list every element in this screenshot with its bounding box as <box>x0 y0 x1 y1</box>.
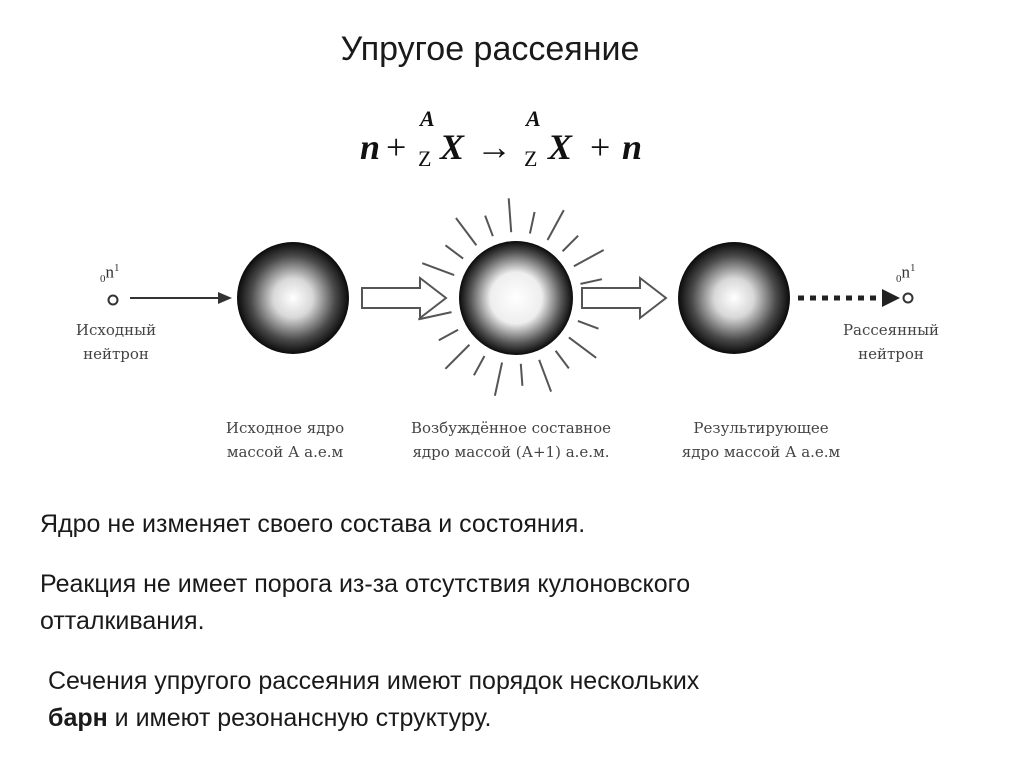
paragraph-cross-section-line-2: барн и имеют резонансную структуру. <box>48 700 699 737</box>
incoming-neutron-symbol: 0n1 <box>100 262 120 286</box>
excitation-ray <box>455 217 478 246</box>
incoming-neutron-arrow <box>130 292 232 304</box>
eq-nucleus-1: X <box>440 127 465 167</box>
resulting-nucleus <box>678 242 790 354</box>
paragraph-cross-section: Сечения упругого рассеяния имеют порядок… <box>48 663 699 737</box>
eq-neutron-1: n <box>360 127 381 167</box>
eq-atomic-number-1: Z <box>418 146 432 171</box>
title-text: Упругое рассеяние <box>340 30 640 68</box>
excitation-ray <box>421 262 455 276</box>
paragraph-cross-section-rest: и имеют резонансную структуру. <box>107 704 492 732</box>
excitation-ray <box>418 311 452 321</box>
paragraph-composition: Ядро не изменяет своего состава и состоя… <box>40 510 586 538</box>
compound-nucleus <box>459 241 573 355</box>
excitation-ray <box>473 355 486 376</box>
excitation-ray <box>444 244 464 260</box>
excitation-ray <box>554 350 570 369</box>
excitation-ray <box>580 278 603 285</box>
excitation-ray <box>438 328 459 342</box>
scattering-diagram: 0n1 0n1 Исходный нейтрон Рассеянный нейт… <box>0 180 1024 480</box>
excitation-ray <box>519 363 524 386</box>
excitation-ray <box>568 336 597 359</box>
barn-bold-term: барн <box>48 704 108 732</box>
incoming-neutron-dot <box>107 294 119 306</box>
eq-nucleus-2: X <box>548 127 573 167</box>
eq-arrow: → <box>476 127 512 167</box>
excitation-ray <box>507 198 513 233</box>
eq-atomic-number-2: Z <box>524 146 538 171</box>
excitation-rays <box>418 198 605 396</box>
eq-mass-number-2: A <box>526 106 541 131</box>
outgoing-neutron-arrow <box>798 289 900 307</box>
eq-plus-2: + <box>590 127 611 167</box>
paragraph-threshold-line-1: Реакция не имеет порога из-за отсутствия… <box>40 570 691 598</box>
excitation-ray <box>561 234 579 252</box>
compound-nucleus-label: Возбуждённое составное ядро массой (А+1)… <box>410 419 612 461</box>
excitation-ray <box>528 211 536 234</box>
initial-nucleus-label: Исходное ядро массой А а.е.м <box>225 419 345 461</box>
diagram-graphics <box>107 198 914 396</box>
scattered-neutron-symbol: 0n1 <box>896 262 916 286</box>
scattered-neutron-label: Рассеянный нейтрон <box>842 321 940 363</box>
paragraph-threshold: Реакция не имеет порога из-за отсутствия… <box>40 566 690 640</box>
incoming-neutron-label: Исходный нейтрон <box>75 321 157 363</box>
excitation-ray <box>573 249 605 268</box>
eq-mass-number-1: A <box>420 106 435 131</box>
excitation-ray <box>484 215 494 237</box>
eq-neutron-2: n <box>622 127 643 167</box>
resulting-nucleus-label: Результирующее ядро массой А а.е.м <box>681 419 841 461</box>
eq-plus-1: + <box>386 127 407 167</box>
paragraph-threshold-line-2: отталкивания. <box>40 607 205 635</box>
excitation-ray <box>444 344 471 370</box>
paragraph-cross-section-line-1: Сечения упругого рассеяния имеют порядок… <box>48 667 700 695</box>
initial-nucleus <box>237 242 349 354</box>
hollow-arrow-2 <box>581 275 668 321</box>
excitation-ray <box>493 362 504 396</box>
hollow-arrow-1 <box>361 275 448 321</box>
excitation-ray <box>577 320 599 330</box>
scattered-neutron-dot <box>902 292 914 304</box>
excitation-ray <box>538 359 553 392</box>
slide-title: Упругое рассеяние <box>0 30 1024 69</box>
excitation-ray <box>546 209 565 241</box>
